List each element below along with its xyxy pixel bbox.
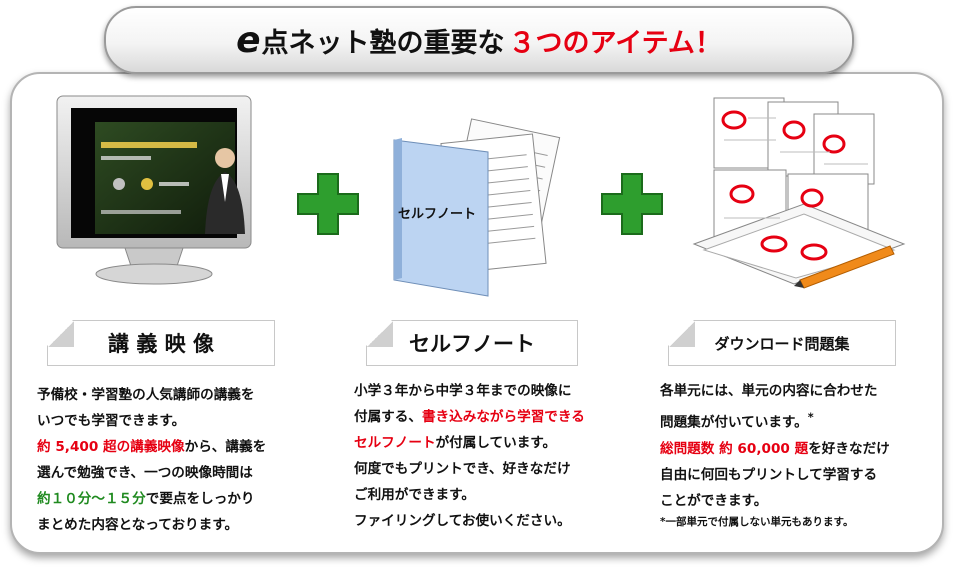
notebook-icon bbox=[393, 118, 561, 297]
description-segment: 総問題数 約 60,000 題 bbox=[660, 440, 809, 457]
description-line: 総問題数 約 60,000 題を好きなだけ bbox=[660, 436, 890, 462]
description-segment: で要点をしっかり bbox=[145, 491, 255, 507]
tag-self-note: セルフノート bbox=[366, 320, 578, 366]
banner-highlight: ３つのアイテム！ bbox=[508, 27, 722, 59]
graded-worksheets-icon bbox=[692, 97, 906, 289]
banner-title: 点ネット塾の重要な bbox=[261, 27, 505, 59]
description-line: セルフノートが付属しています。 bbox=[354, 430, 585, 456]
e-logo: e bbox=[236, 19, 261, 61]
tag-label: ダウンロード問題集 bbox=[714, 334, 850, 353]
description-line: 各単元には、単元の内容に合わせた bbox=[660, 378, 890, 404]
description-segment: 何度でもプリントでき、好きなだけ bbox=[354, 461, 571, 477]
description-segment: まとめた内容となっております。 bbox=[37, 517, 239, 533]
description-line: 付属する、書き込みながら学習できる bbox=[354, 404, 585, 430]
description-segment: * bbox=[807, 410, 814, 424]
description-segment: が付属しています。 bbox=[435, 435, 557, 451]
notebook-cover-label: セルフノート bbox=[398, 207, 477, 222]
monitor-lecture-icon bbox=[56, 95, 252, 285]
description-segment: セルフノート bbox=[354, 435, 436, 451]
description-segment: ファイリングしてお使いください。 bbox=[354, 513, 571, 529]
plus-icon bbox=[297, 173, 359, 235]
description-line: まとめた内容となっております。 bbox=[37, 512, 266, 538]
self-note-description: 小学３年から中学３年までの映像に付属する、書き込みながら学習できるセルフノートが… bbox=[354, 378, 585, 534]
tag-label: セルフノート bbox=[409, 332, 535, 356]
description-segment: を好きなだけ bbox=[808, 440, 890, 457]
description-segment: から、講義を bbox=[184, 439, 267, 455]
description-line: いつでも学習できます。 bbox=[37, 408, 266, 434]
description-line: ことができます。 bbox=[660, 488, 890, 514]
description-segment: いつでも学習できます。 bbox=[37, 413, 186, 429]
description-line: 約 5,400 超の講義映像から、講義を bbox=[37, 434, 266, 460]
description-segment: 約１０分〜１５分 bbox=[37, 491, 146, 507]
description-segment: 付属する、 bbox=[354, 409, 422, 425]
tag-label: 講 義 映 像 bbox=[108, 332, 214, 356]
description-line: 選んで勉強でき、一つの映像時間は bbox=[37, 460, 266, 486]
description-segment: 小学３年から中学３年までの映像に bbox=[354, 383, 572, 399]
description-line: 小学３年から中学３年までの映像に bbox=[354, 378, 585, 404]
tag-download-workbook: ダウンロード問題集 bbox=[668, 320, 896, 366]
lecture-video-description: 予備校・学習塾の人気講師の講義をいつでも学習できます。約 5,400 超の講義映… bbox=[37, 382, 266, 538]
description-segment: ことができます。 bbox=[660, 492, 768, 509]
description-segment: ご利用ができます。 bbox=[354, 487, 475, 503]
description-line: 何度でもプリントでき、好きなだけ bbox=[354, 456, 585, 482]
description-line: 問題集が付いています。* bbox=[660, 404, 890, 436]
tag-lecture-video: 講 義 映 像 bbox=[47, 320, 275, 366]
description-line: 自由に何回もプリントして学習する bbox=[660, 462, 890, 488]
description-segment: 約 5,400 超の講義映像 bbox=[37, 439, 185, 455]
title-banner: e 点ネット塾の重要な ３つのアイテム！ bbox=[104, 6, 854, 74]
description-segment: 書き込みながら学習できる bbox=[421, 409, 585, 425]
description-segment: 問題集が付いています。 bbox=[660, 414, 808, 431]
description-segment: 自由に何回もプリントして学習する bbox=[660, 466, 878, 483]
description-segment: 予備校・学習塾の人気講師の講義を bbox=[37, 387, 255, 403]
description-segment: 各単元には、単元の内容に合わせた bbox=[660, 383, 878, 399]
description-line: 約１０分〜１５分で要点をしっかり bbox=[37, 486, 266, 512]
description-line: ご利用ができます。 bbox=[354, 482, 585, 508]
footnote: *一部単元で付属しない単元もあります。 bbox=[660, 516, 854, 528]
description-line: 予備校・学習塾の人気講師の講義を bbox=[37, 382, 266, 408]
description-segment: 選んで勉強でき、一つの映像時間は bbox=[37, 465, 253, 481]
download-workbook-description: 各単元には、単元の内容に合わせた問題集が付いています。*総問題数 約 60,00… bbox=[660, 378, 890, 514]
plus-icon bbox=[601, 173, 663, 235]
description-line: ファイリングしてお使いください。 bbox=[354, 508, 585, 534]
